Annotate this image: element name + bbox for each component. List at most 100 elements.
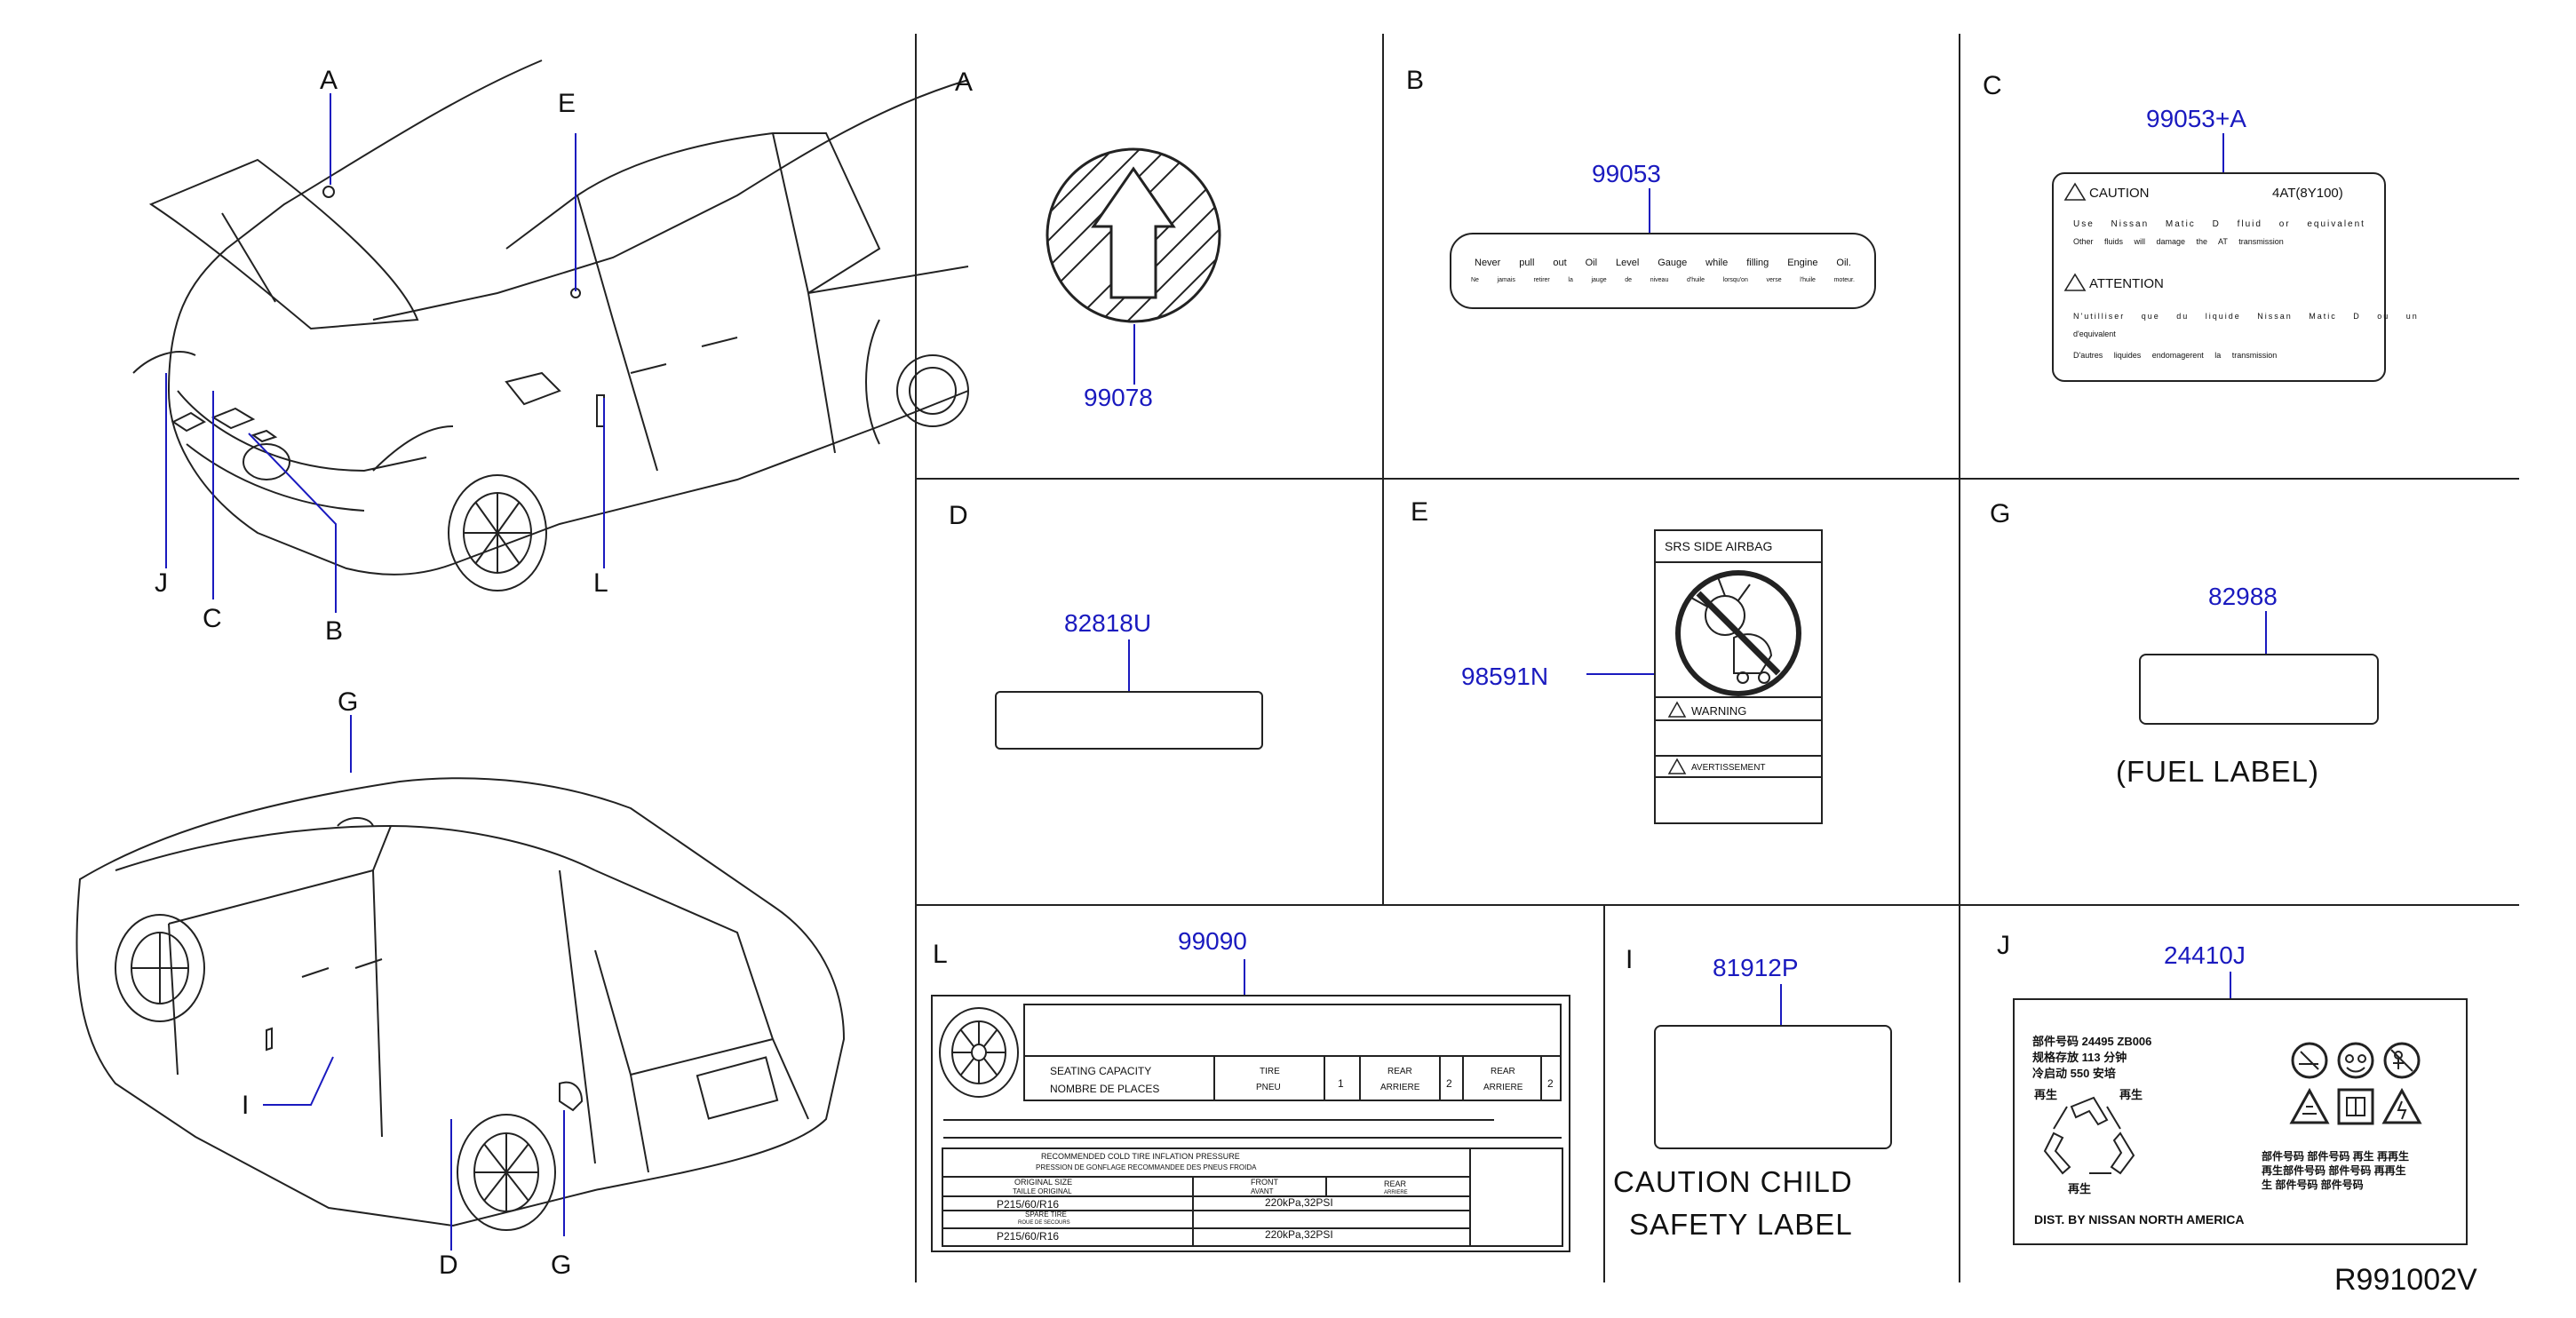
panel-a-part-number: 99078: [1084, 384, 1153, 411]
panel-c-leader: [2222, 133, 2224, 172]
warning-triangle-icon: [1667, 701, 1687, 718]
grid-divider: [915, 904, 2519, 906]
callout-i: I: [242, 1091, 250, 1120]
callout-g-top: G: [338, 687, 359, 717]
recycle-icon: [2043, 1096, 2135, 1175]
rear-label-3: REAR: [1384, 1179, 1407, 1188]
child-safety-caption-2: SAFETY LABEL: [1629, 1208, 1853, 1241]
rear-label-2: REAR: [1491, 1067, 1515, 1076]
pressure-table-row: [943, 1227, 1469, 1229]
caution-triangle-icon: [2063, 182, 2087, 201]
panel-b-part-number: 99053: [1592, 160, 1661, 187]
pressure-table-row: [943, 1210, 1469, 1211]
attention-line-3: D'autres liquides endomagerent la transm…: [2073, 351, 2278, 360]
arrow-up-icon: [1046, 147, 1221, 323]
srs-divider: [1656, 561, 1821, 563]
child-safety-caption-1: CAUTION CHILD: [1613, 1165, 1853, 1198]
battery-text-block-1: 部件号码 部件号码 再生 再再生: [2262, 1150, 2410, 1163]
battery-part-line: 部件号码 24495 ZB006: [2032, 1035, 2152, 1048]
panel-d-part-number: 82818U: [1064, 609, 1152, 637]
recommended-pressure: RECOMMENDED COLD TIRE INFLATION PRESSURE: [1041, 1152, 1240, 1161]
placard-rule: [943, 1119, 1494, 1121]
srs-divider: [1656, 696, 1821, 698]
taille-original: TAILLE ORIGINAL: [1013, 1187, 1072, 1195]
panel-d-leader: [1128, 639, 1130, 691]
child-safety-label-box: [1654, 1025, 1892, 1149]
front-leaders: [165, 93, 605, 613]
original-tire-pressure: 220kPa,32PSI: [1265, 1196, 1333, 1209]
seat-count-3: 2: [1547, 1077, 1554, 1090]
distributor-line: DIST. BY NISSAN NORTH AMERICA: [2034, 1212, 2245, 1227]
nombre-de-places: NOMBRE DE PLACES: [1050, 1083, 1160, 1095]
panel-l-part-number: 99090: [1178, 927, 1247, 955]
srs-header: SRS SIDE AIRBAG: [1665, 539, 1773, 553]
panel-d-letter: D: [949, 501, 968, 530]
placard-col-divider: [1359, 1055, 1361, 1101]
eye-protection-icon: [2337, 1042, 2374, 1079]
srs-avertissement: AVERTISSEMENT: [1691, 763, 1766, 773]
arriere-label-3: ARRIERE: [1384, 1190, 1408, 1195]
grid-divider: [1603, 906, 1605, 1282]
grid-divider: [1382, 34, 1384, 904]
front-label: FRONT: [1251, 1178, 1278, 1187]
placard-row-divider: [1023, 1055, 1562, 1057]
tire-placard-top-frame: [1023, 1004, 1562, 1101]
battery-label: 部件号码 24495 ZB006 规格存放 113 分钟 冷启动 550 安培 …: [2013, 998, 2468, 1245]
srs-warning: WARNING: [1691, 704, 1747, 718]
placard-col-divider: [1439, 1055, 1441, 1101]
pneu-label: PNEU: [1256, 1083, 1281, 1092]
battery-reserve-line: 规格存放 113 分钟: [2032, 1051, 2127, 1064]
seating-capacity: SEATING CAPACITY: [1050, 1065, 1152, 1077]
pressure-table-col: [1325, 1176, 1327, 1195]
attention-line-2: d'equivalent: [2073, 330, 2116, 338]
panel-e-leader: [1586, 673, 1654, 675]
grid-divider: [915, 478, 2519, 480]
panel-e-part-number: 98591N: [1461, 663, 1549, 690]
caution-line-2: Other fluids will damage the AT transmis…: [2073, 237, 2284, 246]
srs-airbag-label: SRS SIDE AIRBAG WARNING AVERTISSEMENT: [1654, 529, 1823, 824]
grid-divider: [915, 34, 917, 1282]
rear-label-1: REAR: [1387, 1067, 1412, 1076]
diagram-code: R991002V: [2334, 1263, 2477, 1297]
fuel-label-box: [2139, 654, 2379, 725]
panel-l-letter: L: [933, 940, 948, 969]
battery-cca-line: 冷启动 550 安培: [2032, 1067, 2116, 1080]
no-smoking-icon: [2291, 1042, 2328, 1079]
no-child-seat-icon: [1675, 570, 1801, 696]
srs-divider: [1656, 776, 1821, 778]
panel-g-part-number: 82988: [2208, 583, 2278, 610]
callout-b: B: [325, 616, 344, 646]
fuel-label-caption: (FUEL LABEL): [2116, 755, 2320, 788]
attention-triangle-icon: [2063, 273, 2087, 291]
avant-label: AVANT: [1251, 1187, 1274, 1195]
seat-count-1: 1: [1338, 1077, 1344, 1090]
panel-c-part-number: 99053+A: [2146, 105, 2246, 132]
caution-line-1: Use Nissan Matic D fluid or equivalent: [2073, 219, 2365, 229]
read-manual-icon: [2337, 1088, 2374, 1125]
panel-l-leader: [1244, 959, 1245, 995]
panel-a-letter: A: [955, 67, 974, 97]
recycle-word-3: 再生: [2068, 1182, 2092, 1195]
panel-c-letter: C: [1983, 71, 2002, 100]
model-code: 4AT(8Y100): [2272, 186, 2343, 201]
caution-heading: CAUTION: [2089, 186, 2150, 201]
recycle-word-1: 再生: [2034, 1088, 2058, 1101]
spare-tire: SPARE TIRE: [1025, 1211, 1067, 1219]
spare-tire-size: P215/60/R16: [997, 1230, 1060, 1243]
front-car-drawing: [132, 60, 969, 592]
arriere-label-1: ARRIERE: [1380, 1083, 1420, 1092]
panel-g-letter: G: [1990, 499, 2011, 528]
placard-rule: [943, 1137, 1562, 1139]
panel-i-letter: I: [1626, 945, 1634, 974]
rear-car-drawing: [76, 777, 846, 1231]
panel-j-letter: J: [1997, 931, 2010, 960]
corrosive-icon: [2289, 1087, 2330, 1124]
panel-i-leader: [1780, 984, 1782, 1025]
roue-de-secours: ROUE DE SECOURS: [1018, 1220, 1070, 1226]
battery-text-block-2: 再生部件号码 部件号码 再再生: [2262, 1164, 2406, 1177]
callout-d: D: [439, 1251, 458, 1280]
arriere-label-2: ARRIERE: [1483, 1083, 1523, 1092]
